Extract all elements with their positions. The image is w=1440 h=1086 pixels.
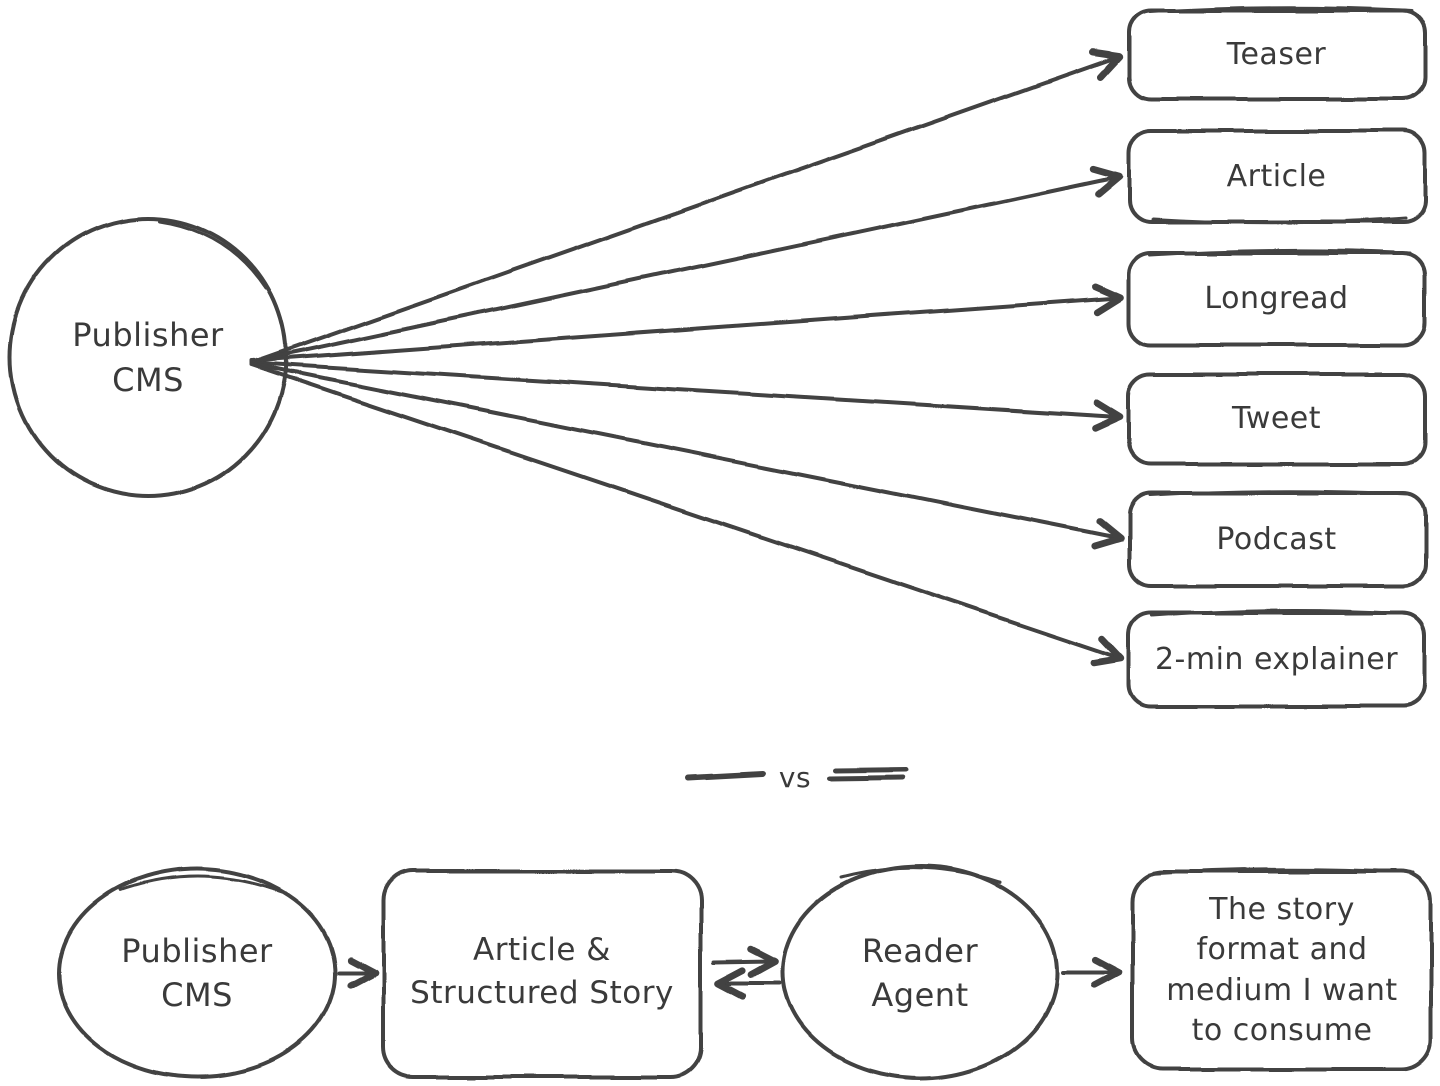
explainer-box (1127, 611, 1427, 708)
tweet-box (1127, 372, 1427, 466)
publisher-ellipse-accent-stroke (118, 875, 284, 894)
podcast-box (1127, 491, 1427, 588)
arrow-to-podcast (249, 362, 1124, 550)
publisher-cms-circle (8, 216, 288, 498)
podcast-accent-stroke (1148, 489, 1412, 497)
reader-agent-ellipse (781, 864, 1059, 1080)
article-accent-stroke (1150, 216, 1407, 225)
explainer-accent-stroke (1150, 608, 1412, 618)
article-story-box (381, 869, 703, 1079)
arrow-to-longread (249, 283, 1124, 363)
arrow-to-teaser (249, 49, 1123, 365)
story-format-accent-stroke (1148, 868, 1416, 876)
circle-accent-stroke (158, 219, 268, 290)
arrow-to-explainer (249, 363, 1125, 667)
article-box (1127, 129, 1427, 224)
arrow-to-tweet (249, 361, 1124, 432)
divider-right-dash-bottom (826, 775, 906, 782)
teaser-box (1127, 9, 1427, 101)
publisher-cms-ellipse (57, 867, 337, 1079)
longread-accent-stroke (1148, 248, 1412, 257)
teaser-accent-stroke (1148, 6, 1414, 14)
divider-left-dash (685, 771, 765, 781)
divider-right-dash-top (832, 767, 909, 774)
agent-ellipse-accent-stroke (840, 866, 1002, 884)
arrow-story-to-agent (712, 945, 779, 978)
story-format-box (1131, 870, 1433, 1071)
longread-box (1127, 251, 1427, 347)
arrow-to-article (249, 165, 1123, 364)
